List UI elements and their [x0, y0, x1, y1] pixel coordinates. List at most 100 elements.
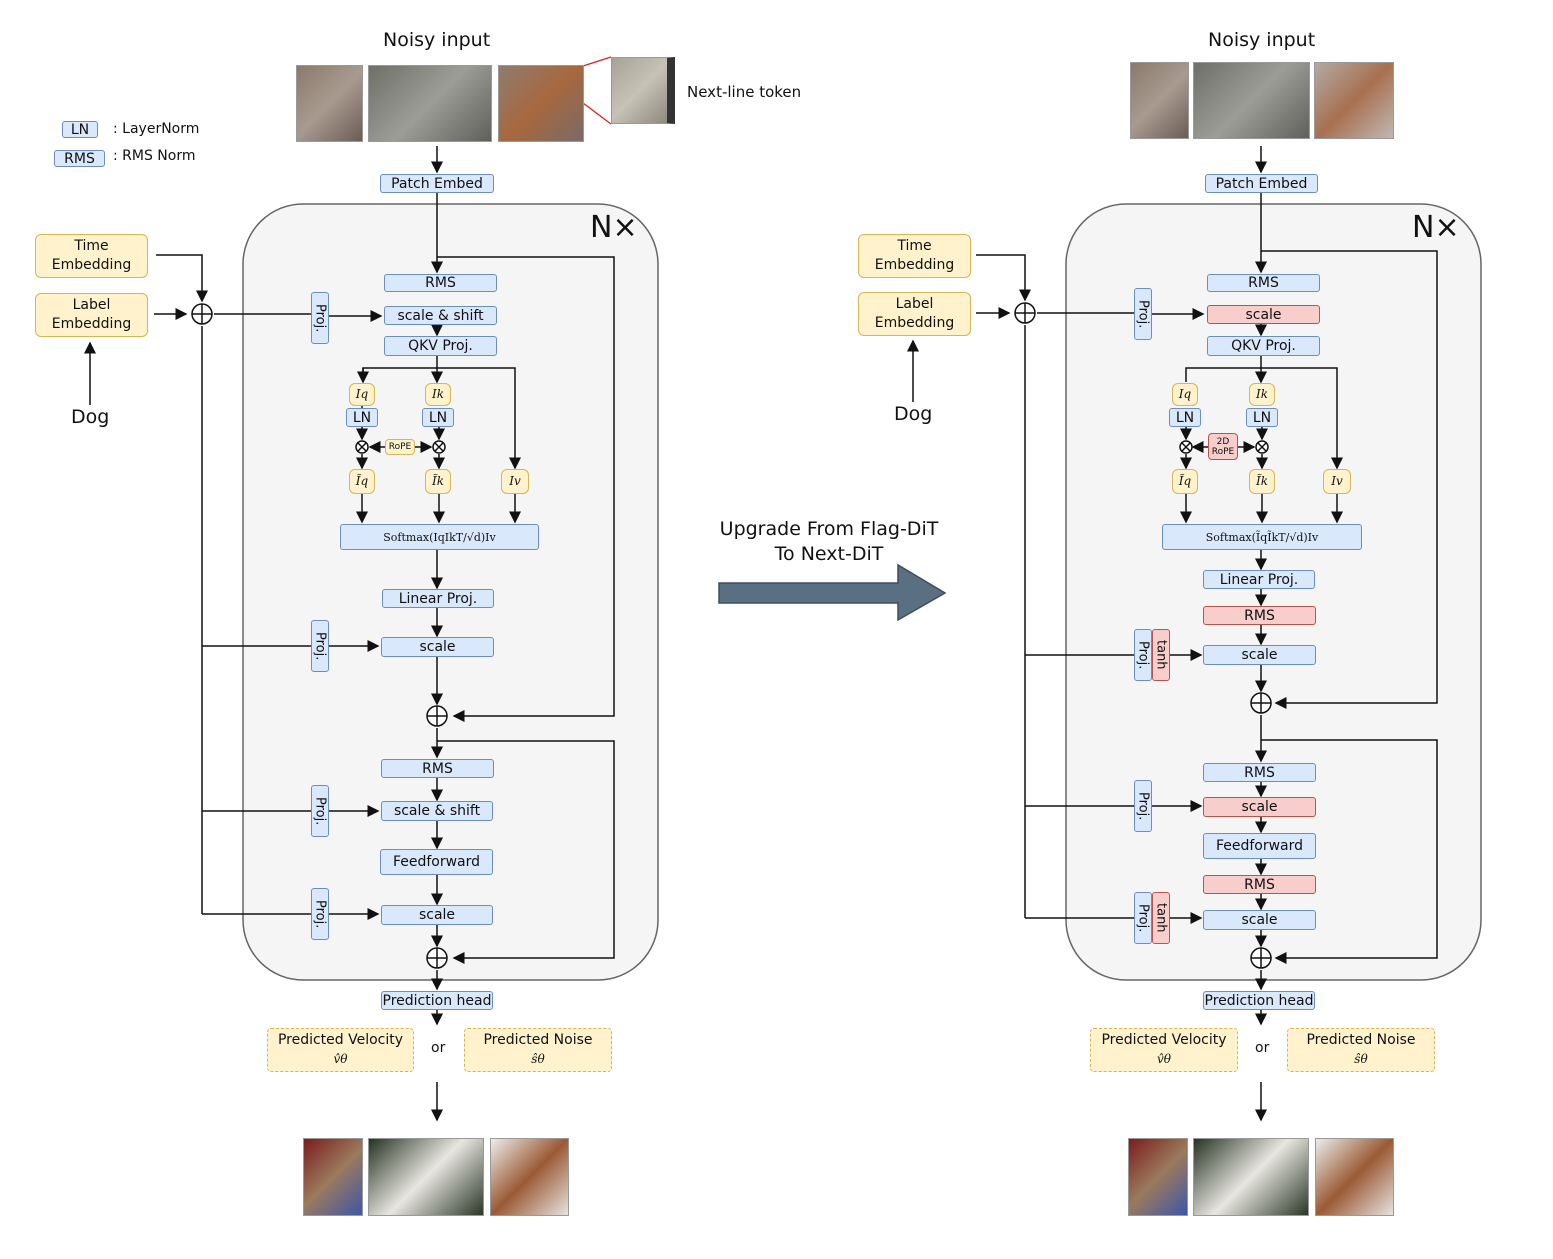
left-rms-1: RMS [384, 274, 497, 292]
right-time-embedding-line1: Time [897, 238, 932, 254]
right-proj-4: Proj. [1134, 892, 1152, 944]
legend-rms-badge: RMS [54, 150, 105, 167]
left-scale-1: scale [381, 637, 494, 657]
left-time-embedding: Time Embedding [35, 234, 148, 278]
right-ik-tilde: Ĩk [1249, 469, 1275, 494]
right-predicted-noise: Predicted Noise ŝθ [1287, 1028, 1435, 1072]
left-predicted-velocity: Predicted Velocity v̂θ [267, 1028, 414, 1072]
right-predicted-velocity-symbol: v̂θ [1156, 1052, 1171, 1066]
upgrade-arrow [718, 563, 947, 622]
right-output-image-3 [1315, 1138, 1394, 1216]
left-iq-tilde: Ĩq [349, 469, 375, 494]
right-ln-q: LN [1169, 408, 1201, 427]
right-label-embedding-line1: Label [895, 296, 934, 312]
left-predicted-velocity-label: Predicted Velocity [277, 1032, 404, 1048]
right-ik: Ik [1249, 383, 1275, 406]
right-time-embedding-line2: Embedding [874, 257, 955, 273]
left-iv: Iv [501, 469, 529, 494]
right-rms-4: RMS [1203, 875, 1316, 894]
right-title: Noisy input [1208, 29, 1316, 51]
left-scale-shift-1: scale & shift [384, 306, 497, 325]
right-tanh-1: tanh [1152, 629, 1170, 681]
right-rope-2d: 2D RoPE [1208, 433, 1238, 460]
right-residual-plus-1 [1250, 692, 1272, 714]
left-time-embedding-line2: Embedding [51, 257, 132, 273]
left-residual-plus-2 [426, 947, 448, 969]
left-label-embedding-line2: Embedding [51, 316, 132, 332]
left-rms-2: RMS [381, 759, 494, 778]
legend-ln-badge: LN [62, 121, 98, 138]
left-nx-label: N× [590, 210, 638, 245]
left-time-embedding-line1: Time [74, 238, 109, 254]
left-proj-2: Proj. [311, 620, 329, 672]
left-iq: Iq [349, 383, 375, 406]
right-rope-mult-q [1179, 440, 1193, 454]
right-output-image-2 [1193, 1138, 1309, 1216]
right-patch-embed: Patch Embed [1205, 174, 1318, 193]
left-predicted-noise: Predicted Noise ŝθ [464, 1028, 612, 1072]
right-label-embedding: Label Embedding [858, 292, 971, 336]
left-rope: RoPE [385, 439, 415, 455]
right-predicted-noise-label: Predicted Noise [1306, 1032, 1416, 1048]
left-ln-k: LN [422, 408, 454, 427]
left-scale-shift-2: scale & shift [381, 801, 493, 821]
right-noisy-image-1 [1130, 62, 1189, 139]
right-linear-proj: Linear Proj. [1203, 570, 1315, 589]
left-noisy-image-1 [296, 65, 363, 142]
right-scale-4: scale [1203, 910, 1316, 930]
left-softmax: Softmax(IqIkT/√d)Iv [340, 524, 539, 550]
right-feedforward: Feedforward [1203, 833, 1316, 859]
left-output-image-3 [490, 1138, 569, 1216]
right-proj-1: Proj. [1134, 288, 1152, 340]
left-title: Noisy input [383, 29, 491, 51]
left-qkv-proj: QKV Proj. [384, 336, 497, 356]
right-prediction-head: Prediction head [1203, 991, 1315, 1010]
left-predicted-velocity-symbol: v̂θ [333, 1052, 348, 1066]
left-ik: Ik [425, 383, 451, 406]
left-patch-embed: Patch Embed [380, 174, 494, 193]
left-or: or [431, 1040, 446, 1056]
left-output-image-2 [368, 1138, 484, 1216]
left-noisy-image-3 [498, 65, 584, 142]
left-linear-proj: Linear Proj. [382, 589, 494, 608]
right-scale-1: scale [1207, 305, 1320, 324]
right-cond-sum-plus [1014, 302, 1036, 324]
left-ik-tilde: Ĩk [425, 469, 451, 494]
left-rope-mult-q [355, 440, 369, 454]
right-noisy-image-3 [1314, 62, 1394, 139]
left-dog-label: Dog [71, 406, 110, 428]
right-softmax: Softmax(ĨqĨkT/√d)Iv [1162, 524, 1362, 550]
right-noisy-image-2 [1193, 62, 1310, 139]
right-iv: Iv [1323, 469, 1351, 494]
right-rms-3: RMS [1203, 763, 1316, 782]
right-label-embedding-line2: Embedding [874, 315, 955, 331]
upgrade-line-1: Upgrade From Flag-DiT [719, 518, 939, 540]
upgrade-line-2: To Next-DiT [774, 543, 884, 565]
right-nx-label: N× [1412, 210, 1460, 245]
right-proj-3: Proj. [1134, 780, 1152, 832]
left-next-line-zoom [611, 57, 675, 124]
left-noisy-image-2 [368, 65, 492, 142]
right-time-embedding: Time Embedding [858, 234, 971, 278]
right-rope-line1: 2D [1216, 436, 1230, 447]
legend-ln-text: : LayerNorm [113, 121, 200, 137]
next-line-label: Next-line token [687, 83, 802, 101]
right-dog-label: Dog [894, 403, 933, 425]
left-ln-q: LN [346, 408, 378, 427]
right-scale-2: scale [1203, 645, 1316, 665]
right-scale-3: scale [1203, 797, 1316, 817]
right-predicted-velocity: Predicted Velocity v̂θ [1090, 1028, 1238, 1072]
legend-rms-text: : RMS Norm [113, 148, 196, 164]
right-rope-line2: RoPE [1211, 446, 1235, 457]
right-ln-k: LN [1246, 408, 1278, 427]
left-residual-plus-1 [426, 705, 448, 727]
left-label-embedding-line1: Label [72, 297, 111, 313]
right-predicted-noise-symbol: ŝθ [1354, 1052, 1368, 1066]
left-cond-sum-plus [191, 303, 213, 325]
right-proj-2: Proj. [1134, 629, 1152, 681]
right-rope-mult-k [1255, 440, 1269, 454]
left-proj-1: Proj. [311, 292, 329, 344]
right-rms-1: RMS [1207, 274, 1320, 292]
right-rms-2: RMS [1203, 606, 1316, 625]
right-tanh-2: tanh [1152, 892, 1170, 944]
